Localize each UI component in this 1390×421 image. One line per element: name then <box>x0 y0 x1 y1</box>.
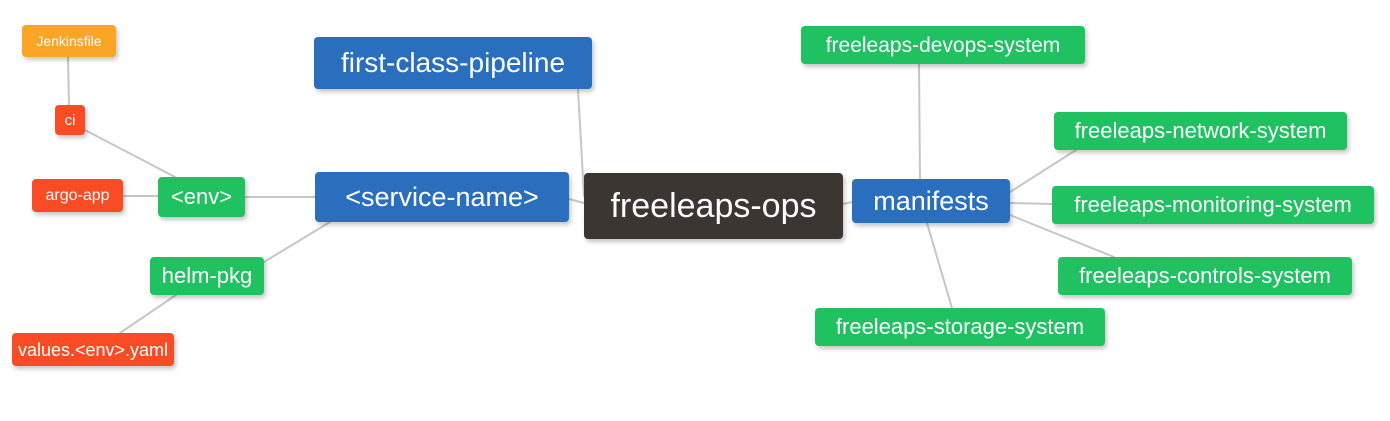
edge-service-name-to-helm-pkg <box>263 221 331 263</box>
node-values-env-yaml[interactable]: values.<env>.yaml <box>12 333 174 366</box>
node-freeleaps-monitoring-system[interactable]: freeleaps-monitoring-system <box>1052 186 1374 224</box>
node-manifests[interactable]: manifests <box>852 179 1010 223</box>
edge-freeleaps-ops-to-first-class-pipeline <box>577 88 585 197</box>
edge-manifests-to-freeleaps-controls-system <box>1009 214 1115 258</box>
node-service-name[interactable]: <service-name> <box>315 172 569 222</box>
node-label-freeleaps-devops-system: freeleaps-devops-system <box>825 33 1061 57</box>
node-label-freeleaps-controls-system: freeleaps-controls-system <box>1079 263 1331 288</box>
edge-helm-pkg-to-values-env-yaml <box>119 294 177 334</box>
node-helm-pkg[interactable]: helm-pkg <box>150 257 264 295</box>
edge-manifests-to-freeleaps-network-system <box>1009 149 1077 193</box>
node-jenkinsfile[interactable]: Jenkinsfile <box>22 25 116 57</box>
node-freeleaps-controls-system[interactable]: freeleaps-controls-system <box>1058 257 1352 295</box>
edge-env-to-ci <box>84 129 176 178</box>
node-first-class-pipeline[interactable]: first-class-pipeline <box>314 37 592 89</box>
node-label-argo-app: argo-app <box>45 186 110 204</box>
node-freeleaps-storage-system[interactable]: freeleaps-storage-system <box>815 308 1105 346</box>
node-freeleaps-devops-system[interactable]: freeleaps-devops-system <box>801 26 1085 64</box>
edge-manifests-to-freeleaps-monitoring-system <box>1009 202 1053 205</box>
node-label-jenkinsfile: Jenkinsfile <box>36 33 102 49</box>
node-label-ci: ci <box>64 111 76 129</box>
node-label-first-class-pipeline: first-class-pipeline <box>340 47 566 78</box>
node-label-helm-pkg: helm-pkg <box>161 263 253 288</box>
node-argo-app[interactable]: argo-app <box>32 179 123 212</box>
node-label-freeleaps-network-system: freeleaps-network-system <box>1074 118 1327 143</box>
node-label-manifests: manifests <box>873 185 989 216</box>
node-label-service-name: <service-name> <box>345 181 539 212</box>
edge-freeleaps-ops-to-manifests <box>842 201 853 205</box>
node-label-freeleaps-monitoring-system: freeleaps-monitoring-system <box>1074 192 1352 217</box>
node-label-values-env-yaml: values.<env>.yaml <box>17 339 169 360</box>
edge-manifests-to-freeleaps-storage-system <box>926 222 953 309</box>
node-label-env: <env> <box>170 184 233 209</box>
edge-freeleaps-ops-to-service-name <box>568 198 585 204</box>
edge-manifests-to-freeleaps-devops-system <box>918 63 921 180</box>
node-ci[interactable]: ci <box>55 105 85 135</box>
node-freeleaps-network-system[interactable]: freeleaps-network-system <box>1054 112 1347 150</box>
node-freeleaps-ops[interactable]: freeleaps-ops <box>584 173 843 239</box>
node-env[interactable]: <env> <box>158 177 245 217</box>
node-label-freeleaps-ops: freeleaps-ops <box>610 187 817 225</box>
node-label-freeleaps-storage-system: freeleaps-storage-system <box>835 314 1085 339</box>
edge-ci-to-jenkinsfile <box>67 56 70 106</box>
